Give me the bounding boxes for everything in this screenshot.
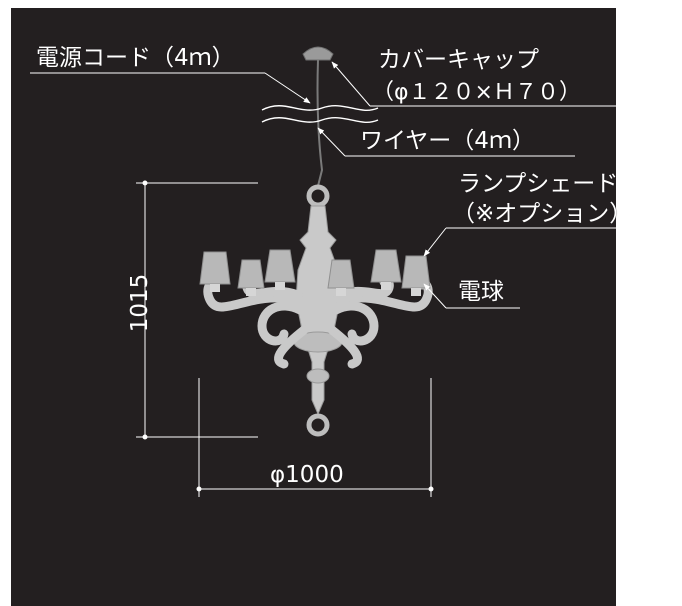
dimension-height: 1015	[127, 273, 153, 333]
leader-wire	[317, 127, 346, 157]
dimension-lines	[136, 180, 434, 497]
column-bead	[306, 368, 330, 384]
dimension-diameter: φ1000	[270, 462, 344, 488]
arm-left-curl	[257, 301, 305, 346]
leader-lamp-shade	[423, 227, 447, 257]
label-wire: ワイヤー（4ｍ）	[360, 128, 535, 154]
bulb-socket	[336, 288, 346, 296]
arm-left-low	[274, 325, 309, 369]
central-column	[295, 205, 341, 416]
label-cover-cap: カバーキャップ	[378, 47, 539, 73]
bulbs	[210, 282, 421, 296]
lamp-shades	[199, 249, 431, 289]
arm-right-low	[327, 325, 362, 369]
height-dim-tick	[142, 180, 148, 186]
lamp-shade	[370, 249, 402, 283]
bulb-socket	[210, 284, 220, 292]
height-dim-tick	[142, 434, 148, 440]
lamp-shade	[401, 255, 431, 289]
label-lamp-shade-note: （※オプション）	[452, 201, 633, 227]
arm-right-curl	[331, 301, 379, 346]
bulb-socket	[275, 282, 285, 290]
width-dim-tick	[428, 486, 434, 492]
label-cover-cap-size: （φ１２０×Ｈ７０）	[372, 80, 581, 105]
lamp-shade	[264, 249, 296, 283]
width-dim-tick	[196, 486, 202, 492]
lamp-shade	[237, 259, 265, 289]
cover-cap	[302, 46, 334, 61]
lamp-shade	[327, 259, 355, 289]
bulb-socket	[411, 288, 421, 296]
leader-lines	[30, 61, 660, 309]
bulb-socket	[381, 282, 391, 290]
lamp-shade	[199, 251, 231, 285]
bulb-socket	[246, 288, 256, 296]
label-bulb: 電球	[458, 279, 504, 305]
label-power-cord: 電源コード（4ｍ）	[36, 45, 235, 71]
cord	[316, 59, 324, 187]
break-symbol	[261, 104, 379, 124]
chandelier	[199, 46, 433, 437]
bottom-ring	[306, 413, 330, 437]
leader-cover-cap	[331, 61, 371, 107]
leader-bulb	[423, 283, 447, 309]
label-lamp-shade: ランプシェード	[458, 171, 619, 197]
leader-power-cord	[264, 72, 311, 104]
top-ring	[306, 184, 330, 208]
